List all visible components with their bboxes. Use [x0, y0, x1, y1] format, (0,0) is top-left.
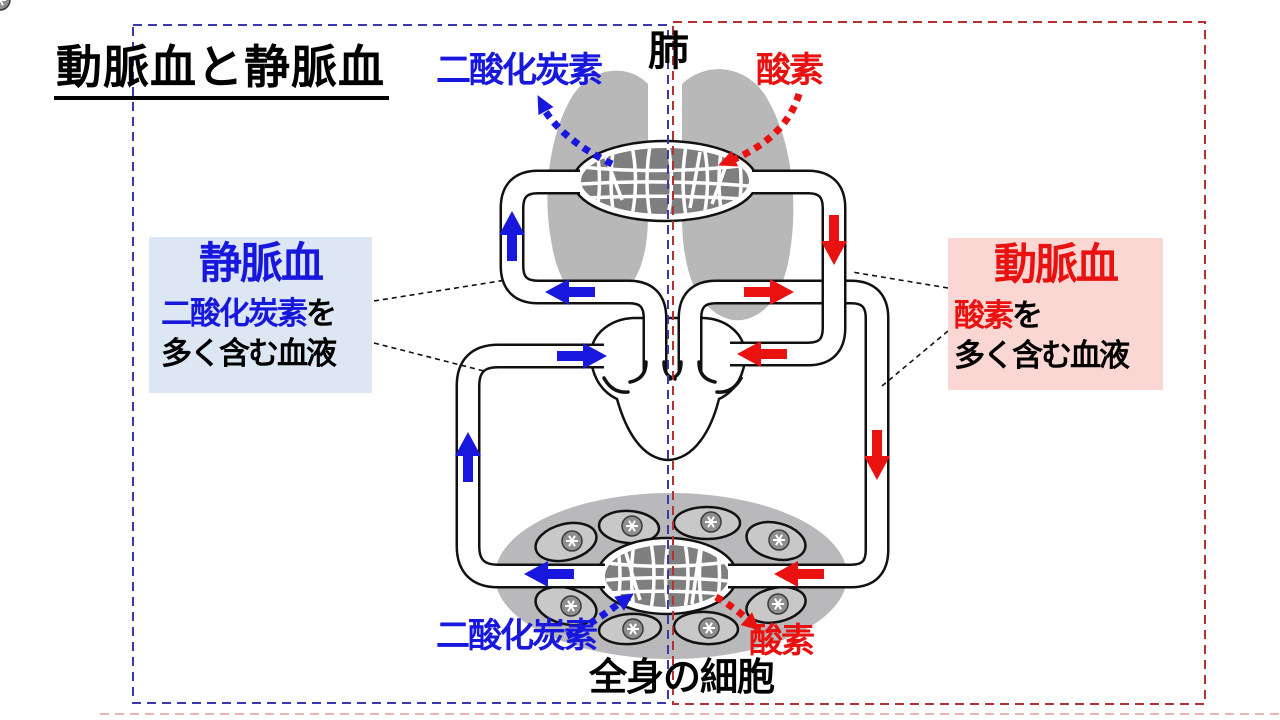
- lung-capillary: [571, 139, 759, 223]
- venous-box-line3: 多く含む血液: [161, 336, 337, 371]
- venous-box-suffix: を: [306, 296, 337, 331]
- venous-box-line2: 二酸化炭素を: [161, 296, 337, 331]
- page-title: 動脈血と静脈血: [54, 42, 389, 100]
- venous-box-title: 静脈血: [199, 240, 324, 288]
- arterial-vessels: [677, 169, 890, 589]
- arterial-box-suffix: を: [1012, 298, 1043, 333]
- lung-label: 肺: [648, 28, 689, 74]
- co2-in-arrow-bottom: [565, 597, 627, 640]
- body-tissue: [0, 0, 847, 659]
- gas-exchange-arrows: [530, 91, 803, 640]
- venous-half-border: [132, 24, 669, 704]
- arterial-half-border: [672, 21, 1206, 705]
- arterial-box-line3: 多く含む血液: [954, 338, 1130, 373]
- co2-label-top: 二酸化炭素: [436, 51, 603, 90]
- cell-nuclei: [0, 0, 790, 640]
- venous-box-gas: 二酸化炭素: [161, 296, 308, 331]
- o2-in-arrow-top: [728, 92, 803, 165]
- arterial-box-line2: 酸素を: [954, 298, 1043, 333]
- arterial-box-title: 動脈血: [994, 241, 1119, 289]
- o2-label-top: 酸素: [756, 51, 824, 90]
- heart-valves: [602, 360, 743, 394]
- co2-out-arrow-top: [537, 102, 614, 168]
- body-cells-label: 全身の細胞: [589, 657, 775, 699]
- venous-blood-box: 静脈血 二酸化炭素を 多く含む血液: [149, 237, 372, 393]
- co2-label-bottom: 二酸化炭素: [436, 617, 598, 655]
- arterial-blood-box: 動脈血 酸素を 多く含む血液: [948, 238, 1163, 390]
- arterial-box-gas: 酸素: [954, 298, 1014, 333]
- o2-label-bottom: 酸素: [749, 622, 815, 660]
- callout-lines: [373, 271, 949, 387]
